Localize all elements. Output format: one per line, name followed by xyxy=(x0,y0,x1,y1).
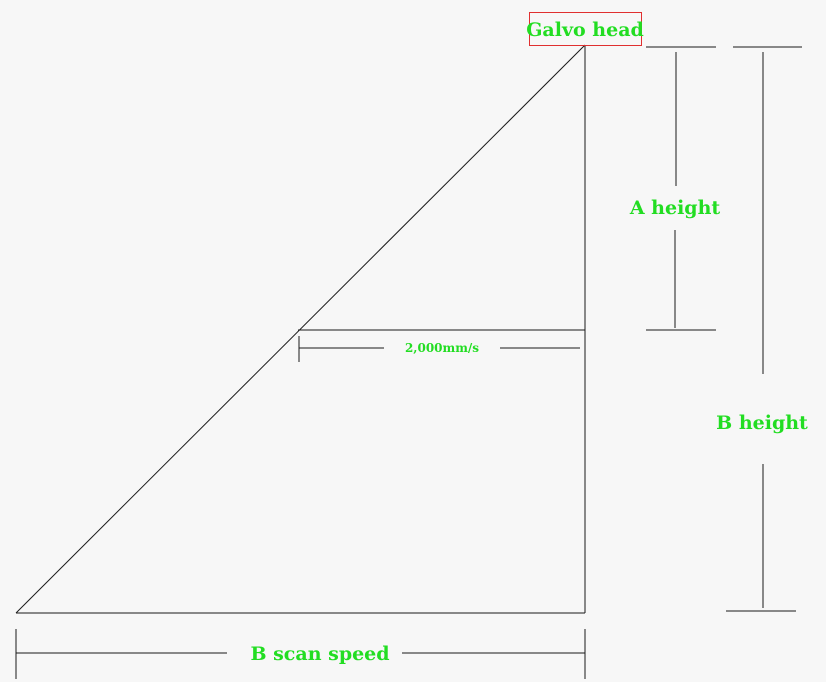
b-height-label: B height xyxy=(716,412,808,434)
speed-label: 2,000mm/s xyxy=(405,341,479,355)
hypotenuse-line xyxy=(15,44,586,614)
galvo-head-label: Galvo head xyxy=(526,19,644,41)
galvo-head-box xyxy=(529,12,642,46)
b-scan-speed-label: B scan speed xyxy=(250,643,389,665)
a-height-label: A height xyxy=(629,197,721,219)
